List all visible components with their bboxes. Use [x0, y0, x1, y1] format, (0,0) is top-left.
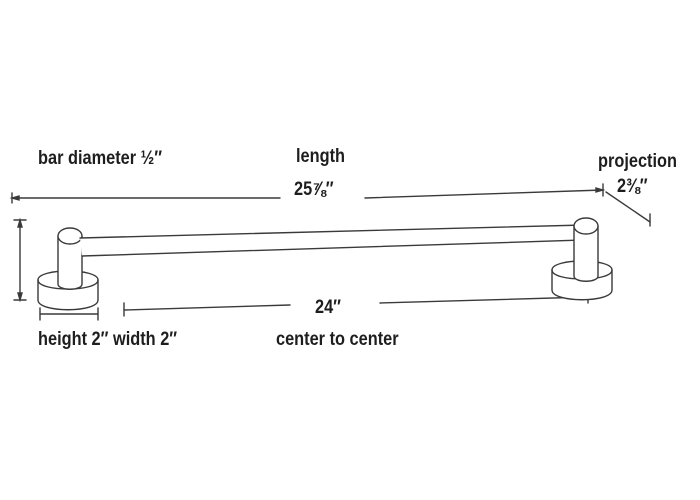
length-value-label: 25⅞″ [294, 179, 334, 200]
height-width-label: height 2″ width 2″ [38, 329, 178, 350]
projection-value-label: 2⅜″ [617, 176, 648, 197]
center-caption-label: center to center [276, 329, 399, 350]
width-dimension-line [39, 307, 99, 321]
length-dimension-line [9, 183, 606, 204]
center-value-label: 24″ [315, 297, 342, 318]
projection-dimension-line [605, 191, 651, 227]
bar-diameter-label: bar diameter ½″ [38, 148, 163, 169]
towel-bar [79, 224, 585, 257]
projection-title-label: projection [598, 151, 677, 172]
right-post [573, 217, 599, 282]
height-dimension-line [13, 217, 27, 303]
length-title-label: length [296, 146, 346, 167]
center-to-center-dimension-line [123, 289, 589, 317]
left-post [57, 227, 83, 290]
